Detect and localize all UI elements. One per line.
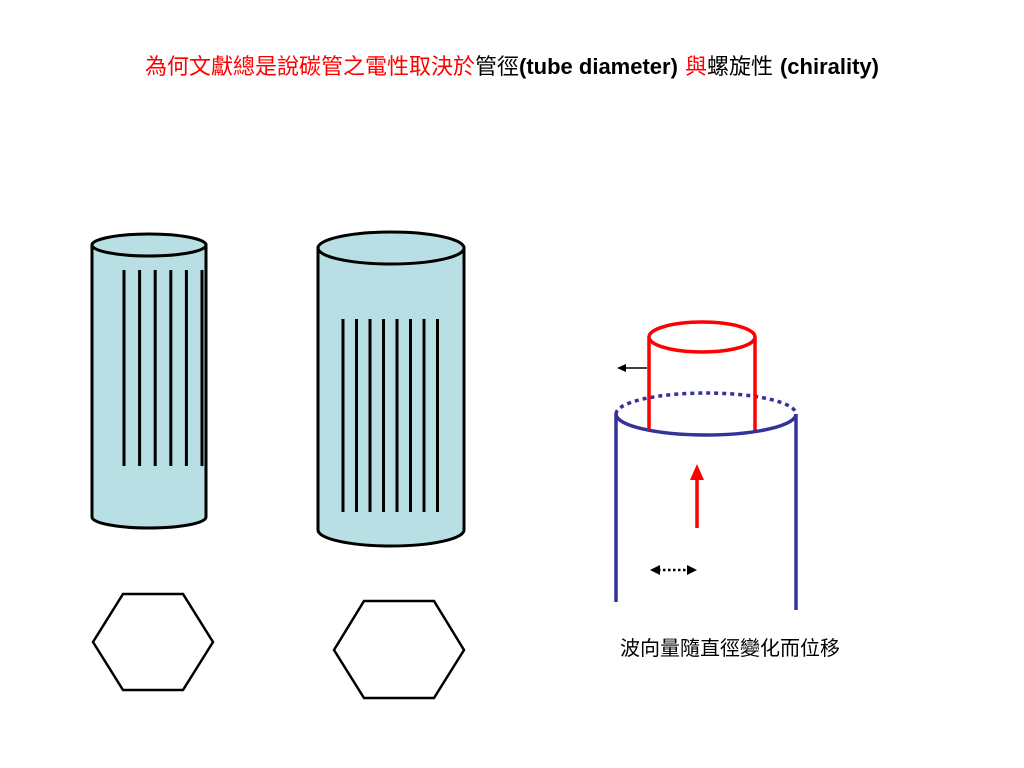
- shift-caption: 波向量隨直徑變化而位移: [620, 636, 840, 660]
- outer-tube-back-edge: [614, 391, 798, 415]
- outer-tube-front-edge: [614, 413, 798, 437]
- narrow-tube-body: [90, 243, 208, 530]
- narrow-tube-stripes: [122, 270, 204, 466]
- narrow-hexagon: [91, 592, 215, 692]
- slide-title: 為何文獻總是說碳管之電性取決於管徑(tube diameter) 與螺旋性 (c…: [0, 50, 1024, 85]
- wide-hexagon: [332, 599, 466, 700]
- inner-tube-top: [647, 320, 757, 354]
- title-diameter-zh: 管徑: [475, 55, 520, 80]
- title-chirality-en: (chirality): [779, 54, 879, 79]
- left-arrow-icon: [617, 364, 647, 372]
- title-and: 與: [684, 55, 707, 80]
- wide-tube: [316, 230, 466, 548]
- double-arrow-icon: [650, 565, 697, 575]
- diameter-shift-diagram: [614, 320, 798, 610]
- narrow-tube: [90, 232, 208, 530]
- title-question: 為何文獻總是說碳管之電性取決於: [144, 55, 475, 80]
- wide-tube-top: [316, 230, 466, 266]
- title-diameter-en: (tube diameter): [519, 54, 678, 79]
- narrow-tube-top: [90, 232, 208, 258]
- title-chirality-zh: 螺旋性: [706, 55, 773, 80]
- wide-tube-body: [316, 246, 466, 548]
- up-arrow-icon: [690, 464, 704, 528]
- wide-tube-stripes: [341, 319, 439, 512]
